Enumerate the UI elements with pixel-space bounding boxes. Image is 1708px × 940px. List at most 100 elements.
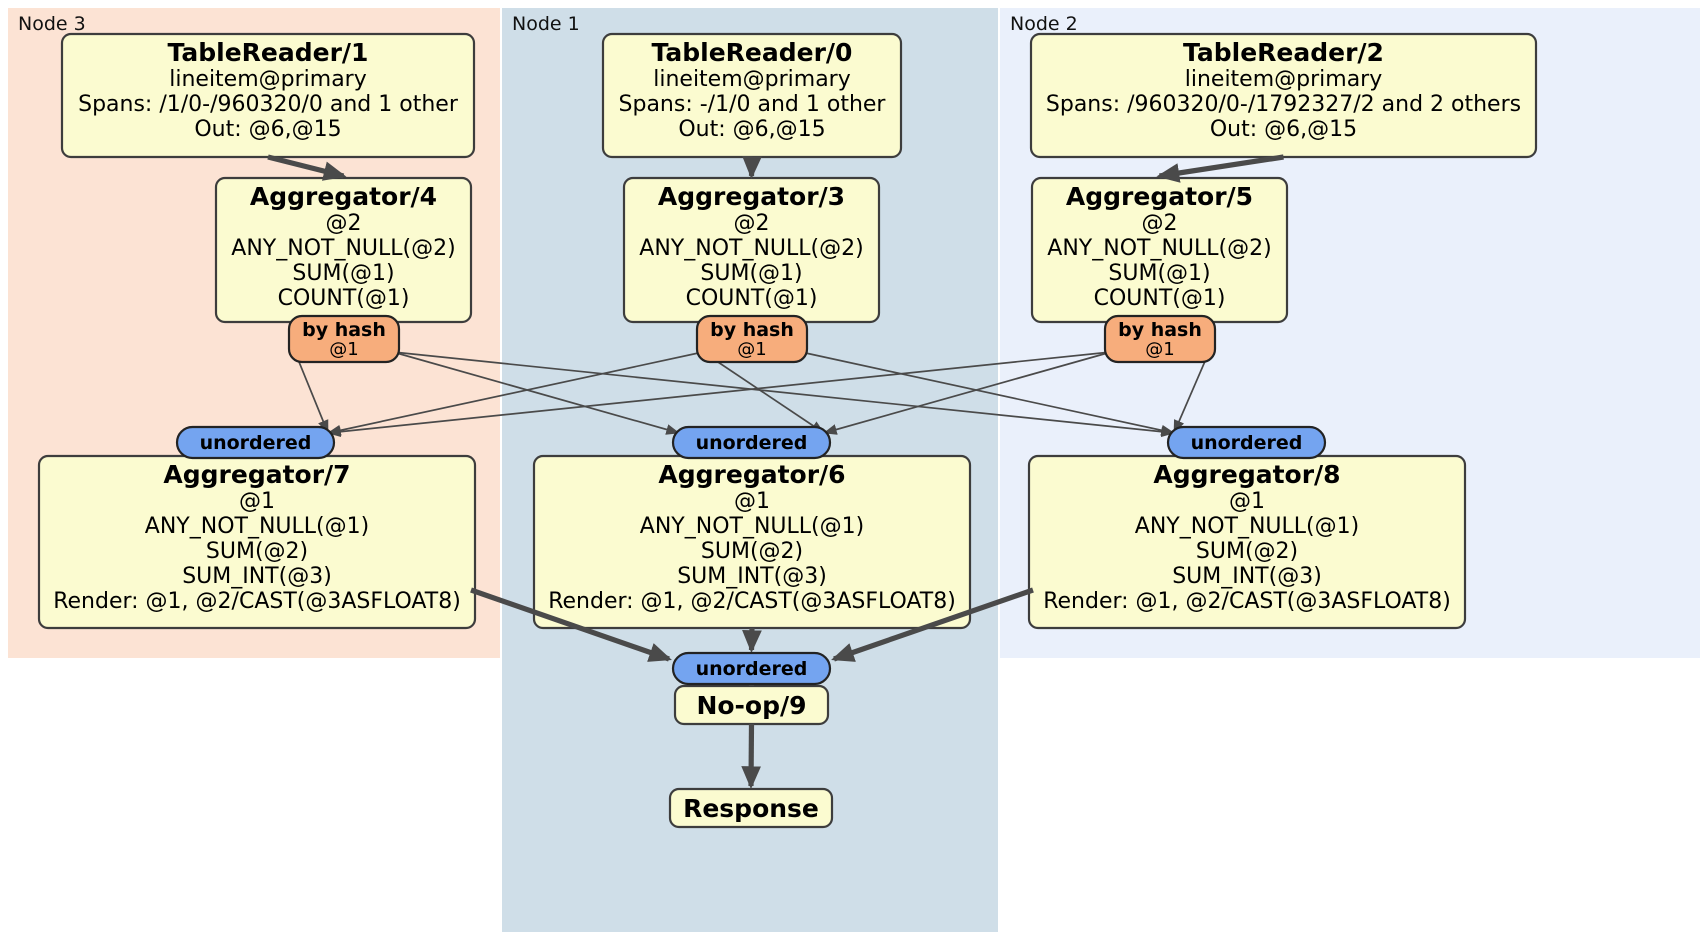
unordered-pill-unordered-final[interactable]: unordered [671, 651, 832, 686]
processor-detail-line: SUM_INT(@3) [1172, 564, 1322, 589]
edge-shuffle [392, 351, 1175, 438]
processor-title: TableReader/1 [168, 38, 369, 67]
processor-detail-line: @2 [734, 211, 770, 236]
processor-title: Aggregator/6 [658, 460, 845, 489]
processor-detail-line: @2 [1142, 211, 1178, 236]
node-panel-label: Node 1 [512, 13, 580, 35]
processor-detail-line: SUM(@2) [701, 539, 803, 564]
processor-detail-line: lineitem@primary [1185, 67, 1383, 92]
edge-aggregator-to-final [831, 587, 1034, 662]
processor-detail-line: SUM(@1) [292, 261, 394, 286]
processor-detail-line: @1 [1229, 489, 1265, 514]
processor-detail-line: SUM(@2) [1196, 539, 1298, 564]
unordered-pill-label: unordered [200, 432, 312, 454]
processor-detail-line: ANY_NOT_NULL(@1) [145, 514, 369, 539]
unordered-pill-unordered-center[interactable]: unordered [671, 425, 832, 460]
processor-aggregator-6[interactable]: Aggregator/6@1ANY_NOT_NULL(@1)SUM(@2)SUM… [532, 454, 972, 630]
processor-detail-line: @2 [326, 211, 362, 236]
edge-shuffle [327, 351, 704, 436]
edges-thick [267, 154, 1284, 790]
hash-pill-shape[interactable] [1103, 314, 1217, 364]
processor-detail-line: ANY_NOT_NULL(@1) [1135, 514, 1359, 539]
processor-detail-line: COUNT(@1) [1094, 286, 1226, 311]
processor-detail-line: SUM(@1) [1108, 261, 1210, 286]
processor-detail-line: ANY_NOT_NULL(@2) [639, 236, 863, 261]
processor-detail-line: @1 [734, 489, 770, 514]
edge-shuffle [294, 351, 329, 434]
hash-pill-column: @1 [329, 339, 358, 360]
processor-detail-line: SUM(@1) [700, 261, 802, 286]
edge-aggregator-to-final [470, 587, 672, 662]
edge-shuffle [327, 351, 1112, 438]
processor-response[interactable]: Response [668, 787, 834, 829]
processor-aggregator-5[interactable]: Aggregator/5@2ANY_NOT_NULL(@2)SUM(@1)COU… [1030, 176, 1289, 324]
edge-noop-to-response [741, 723, 762, 790]
hash-pill-column: @1 [737, 339, 766, 360]
processor-detail-line: Spans: /960320/0-/1792327/2 and 2 others [1046, 92, 1521, 117]
processor-aggregator-3[interactable]: Aggregator/3@2ANY_NOT_NULL(@2)SUM(@1)COU… [622, 176, 881, 324]
edge-reader-to-aggregator [1156, 154, 1284, 183]
edge-shuffle [823, 351, 1112, 435]
processor-title: Aggregator/4 [250, 182, 437, 211]
unordered-pill-shape[interactable] [671, 651, 832, 686]
unordered-pill-shape[interactable] [671, 425, 832, 460]
unordered-pill-shape[interactable] [175, 425, 336, 460]
processor-detail-line: Render: @1, @2/CAST(@3ASFLOAT8) [53, 589, 461, 614]
processor-detail-line: SUM_INT(@3) [182, 564, 332, 589]
processor-no-op-9[interactable]: No-op/9 [673, 684, 830, 726]
processor-title: TableReader/0 [652, 38, 853, 67]
hash-pill-by-hash-5[interactable]: by hash@1 [1103, 314, 1217, 364]
hash-pill-column: @1 [1145, 339, 1174, 360]
hash-pill-by-hash-4[interactable]: by hash@1 [287, 314, 401, 364]
processor-detail-line: Render: @1, @2/CAST(@3ASFLOAT8) [548, 589, 956, 614]
processor-detail-line: Spans: -/1/0 and 1 other [619, 92, 887, 117]
processor-aggregator-8[interactable]: Aggregator/8@1ANY_NOT_NULL(@1)SUM(@2)SUM… [1027, 454, 1467, 630]
edge-shuffle [392, 351, 680, 435]
edge-shuffle [1173, 351, 1210, 434]
processor-detail-line: ANY_NOT_NULL(@1) [640, 514, 864, 539]
hash-pill-label: by hash [1118, 319, 1202, 341]
processor-detail-line: ANY_NOT_NULL(@2) [231, 236, 455, 261]
processor-title: Aggregator/3 [658, 182, 845, 211]
edge-aggregator-to-final [742, 627, 762, 654]
hash-pill-shape[interactable] [695, 314, 809, 364]
processor-detail-line: @1 [239, 489, 275, 514]
processor-detail-line: ANY_NOT_NULL(@2) [1047, 236, 1271, 261]
processor-title: Aggregator/7 [163, 460, 350, 489]
processor-detail-line: Out: @6,@15 [678, 117, 825, 142]
processor-detail-line: SUM_INT(@3) [677, 564, 827, 589]
processor-title: No-op/9 [696, 691, 806, 720]
unordered-pill-label: unordered [1191, 432, 1303, 454]
processor-detail-line: SUM(@2) [206, 539, 308, 564]
hash-pill-shape[interactable] [287, 314, 401, 364]
node-panel-label: Node 2 [1010, 13, 1078, 35]
edge-reader-to-aggregator [742, 155, 762, 180]
processor-detail-line: Out: @6,@15 [194, 117, 341, 142]
unordered-pill-unordered-right[interactable]: unordered [1166, 425, 1327, 460]
hash-pill-label: by hash [302, 319, 386, 341]
unordered-pill-label: unordered [696, 432, 808, 454]
processor-title: Response [683, 794, 819, 823]
edge-reader-to-aggregator [267, 154, 347, 181]
unordered-pill-unordered-left[interactable]: unordered [175, 425, 336, 460]
processor-title: TableReader/2 [1183, 38, 1384, 67]
processor-detail-line: Render: @1, @2/CAST(@3ASFLOAT8) [1043, 589, 1451, 614]
processor-detail-line: lineitem@primary [169, 67, 367, 92]
hash-pill-by-hash-3[interactable]: by hash@1 [695, 314, 809, 364]
processor-detail-line: COUNT(@1) [686, 286, 818, 311]
unordered-pill-label: unordered [696, 658, 808, 680]
processor-aggregator-4[interactable]: Aggregator/4@2ANY_NOT_NULL(@2)SUM(@1)COU… [214, 176, 473, 324]
edges-thin [254, 351, 1248, 459]
processor-aggregator-7[interactable]: Aggregator/7@1ANY_NOT_NULL(@1)SUM(@2)SUM… [37, 454, 477, 630]
unordered-pill-shape[interactable] [1166, 425, 1327, 460]
edge-shuffle [702, 351, 825, 434]
edge-shuffle [800, 351, 1175, 436]
processor-title: Aggregator/8 [1153, 460, 1340, 489]
processor-detail-line: Out: @6,@15 [1210, 117, 1357, 142]
